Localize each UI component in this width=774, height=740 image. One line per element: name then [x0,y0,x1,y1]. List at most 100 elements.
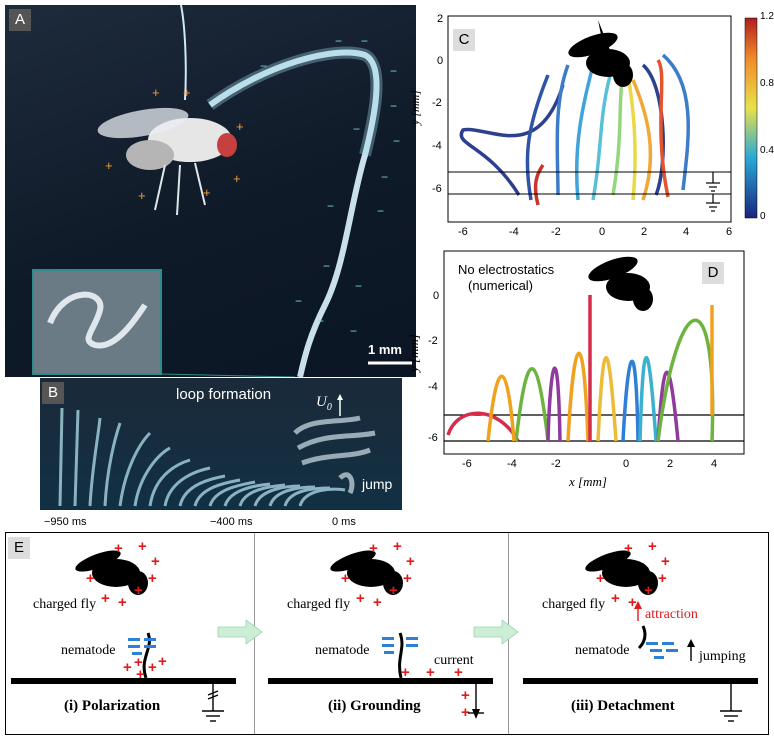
svg-text:+: + [393,538,402,555]
nematode-label-2: nematode [315,643,370,658]
velocity-label: U0 [316,394,332,413]
svg-text:+: + [134,654,143,671]
panel-a-tag: A [9,9,31,31]
jumping-label: jumping [699,649,746,664]
svg-text:+: + [158,653,167,670]
svg-text:+: + [151,553,160,570]
svg-text:+: + [236,119,244,134]
c-xtick: -6 [458,226,468,238]
svg-text:+: + [123,659,132,676]
d-xtick: 2 [667,458,674,470]
svg-text:+: + [454,664,463,681]
svg-text:+: + [233,171,241,186]
svg-text:+: + [369,540,378,557]
svg-text:+: + [101,590,110,607]
d-ytick: 0 [433,290,440,302]
svg-text:+: + [136,666,145,683]
panel-c-plot [447,15,758,223]
svg-text:+: + [461,687,470,704]
fly-label-3: charged fly [542,597,606,612]
svg-text:+: + [426,664,435,681]
velocity-symbol: U [316,394,327,410]
svg-text:+: + [644,582,653,599]
colorbar-tick: 0.4 [760,145,774,156]
panel-e-tag: E [8,537,30,559]
panel-b-tag: B [42,382,64,404]
d-xtick: -2 [551,458,561,470]
svg-text:+: + [596,570,605,587]
d-xtick: -4 [507,458,517,470]
time-label-950: −950 ms [44,516,87,528]
svg-text:−: − [353,122,360,136]
svg-text:−: − [323,259,330,273]
svg-text:+: + [461,704,470,721]
caption-detachment: (iii) Detachment [571,698,675,714]
nematode-label-1: nematode [61,643,116,658]
loop-formation-label: loop formation [176,386,272,403]
svg-text:+: + [148,570,157,587]
svg-text:+: + [118,594,127,611]
svg-text:+: + [611,590,620,607]
c-ytick: 2 [437,13,444,25]
scale-bar-label: 1 mm [368,342,402,357]
c-xtick: 2 [641,226,648,238]
svg-text:+: + [403,570,412,587]
svg-text:+: + [658,570,667,587]
svg-text:+: + [389,582,398,599]
svg-text:+: + [406,553,415,570]
svg-text:+: + [356,590,365,607]
c-xtick: -4 [509,226,519,238]
svg-text:−: − [295,294,302,308]
current-label: current [434,653,474,668]
panel-e-drawing: ++++++++ ++++++++ ++++++++ +++++ +++++ [11,538,758,722]
no-electrostatics-line1: No electrostatics [458,262,555,277]
svg-text:+: + [138,538,147,555]
colorbar-tick: 1.2 [760,11,774,22]
d-xtick: 4 [711,458,718,470]
c-ylabel: y [mm] [408,90,422,125]
svg-text:−: − [327,199,334,213]
attraction-label: attraction [645,607,698,622]
svg-text:+: + [86,570,95,587]
colorbar-tick: 0 [760,211,766,222]
d-ytick: -6 [428,432,438,444]
svg-text:+: + [105,158,113,173]
jump-label: jump [362,476,393,492]
svg-text:−: − [390,99,397,113]
panel-d-tag: D [702,262,724,284]
svg-text:−: − [393,134,400,148]
svg-text:−: − [390,64,397,78]
svg-text:+: + [628,594,637,611]
d-xtick: -6 [462,458,472,470]
d-ylabel: y [mm] [405,334,421,372]
panel-c-tag: C [453,29,475,51]
c-xtick: 4 [683,226,690,238]
no-electrostatics-line2: (numerical) [468,278,534,293]
fly-label-2: charged fly [287,597,351,612]
svg-text:−: − [361,34,368,48]
svg-text:+: + [624,540,633,557]
panel-a-photo: + + + + + + + − − − − − − − − − − − − − … [5,5,416,377]
panel-e-schematic: ++++++++ ++++++++ ++++++++ +++++ +++++ E… [5,532,769,735]
c-xtick: 0 [599,226,606,238]
c-xtick: -2 [551,226,561,238]
svg-text:−: − [350,324,357,338]
svg-text:+: + [648,538,657,555]
svg-text:+: + [138,188,146,203]
svg-text:+: + [203,185,211,200]
c-ytick: -4 [432,140,442,152]
panel-d-plot [443,250,745,455]
svg-text:+: + [148,659,157,676]
time-label-0: 0 ms [332,516,356,528]
nematode-label-3: nematode [575,643,630,658]
svg-text:+: + [373,594,382,611]
d-ytick: -4 [428,381,438,393]
svg-text:−: − [381,170,388,184]
svg-text:−: − [260,59,267,73]
svg-text:+: + [183,85,191,100]
c-xtick: 6 [726,226,733,238]
velocity-subscript: 0 [326,402,332,413]
svg-text:+: + [134,582,143,599]
svg-text:−: − [335,34,342,48]
d-ytick: -2 [428,335,438,347]
